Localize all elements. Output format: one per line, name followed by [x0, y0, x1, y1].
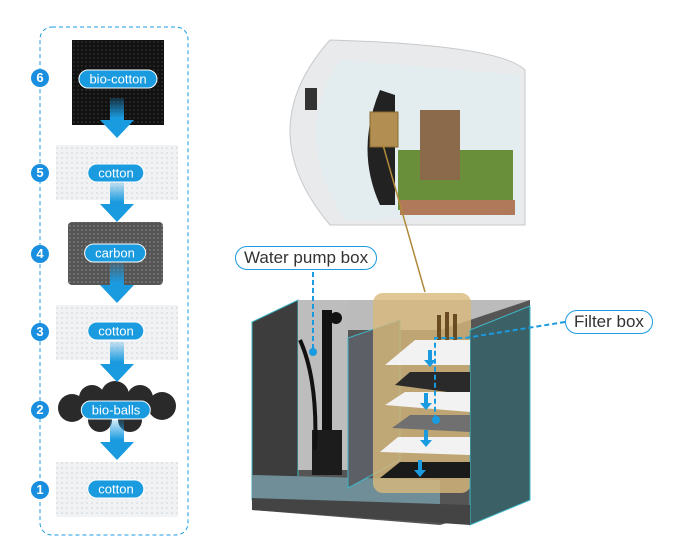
- layer-label-cotton-1: cotton: [87, 479, 145, 499]
- layer-label-cotton-5: cotton: [87, 163, 145, 183]
- callout-leaders: [312, 272, 566, 420]
- layer-number-2: 2: [31, 401, 49, 419]
- layer-label-cotton-3: cotton: [87, 321, 145, 341]
- water-pump-box-callout: Water pump box: [235, 246, 378, 270]
- filter-stack-frame: [39, 26, 189, 536]
- layer-number-6: 6: [31, 69, 49, 87]
- layer-number-5: 5: [31, 164, 49, 182]
- tank-cutaway: [251, 293, 531, 526]
- layer-label-bio-balls: bio-balls: [80, 400, 152, 420]
- layer-number-1: 1: [31, 481, 49, 499]
- aquarium-product: [289, 39, 526, 293]
- layer-number-4: 4: [31, 245, 49, 263]
- layer-label-carbon: carbon: [84, 243, 146, 263]
- layer-number-3: 3: [31, 323, 49, 341]
- filter-box-callout: Filter box: [565, 310, 653, 334]
- flow-arrows: [100, 98, 134, 460]
- layer-label-bio-cotton: bio-cotton: [78, 69, 158, 89]
